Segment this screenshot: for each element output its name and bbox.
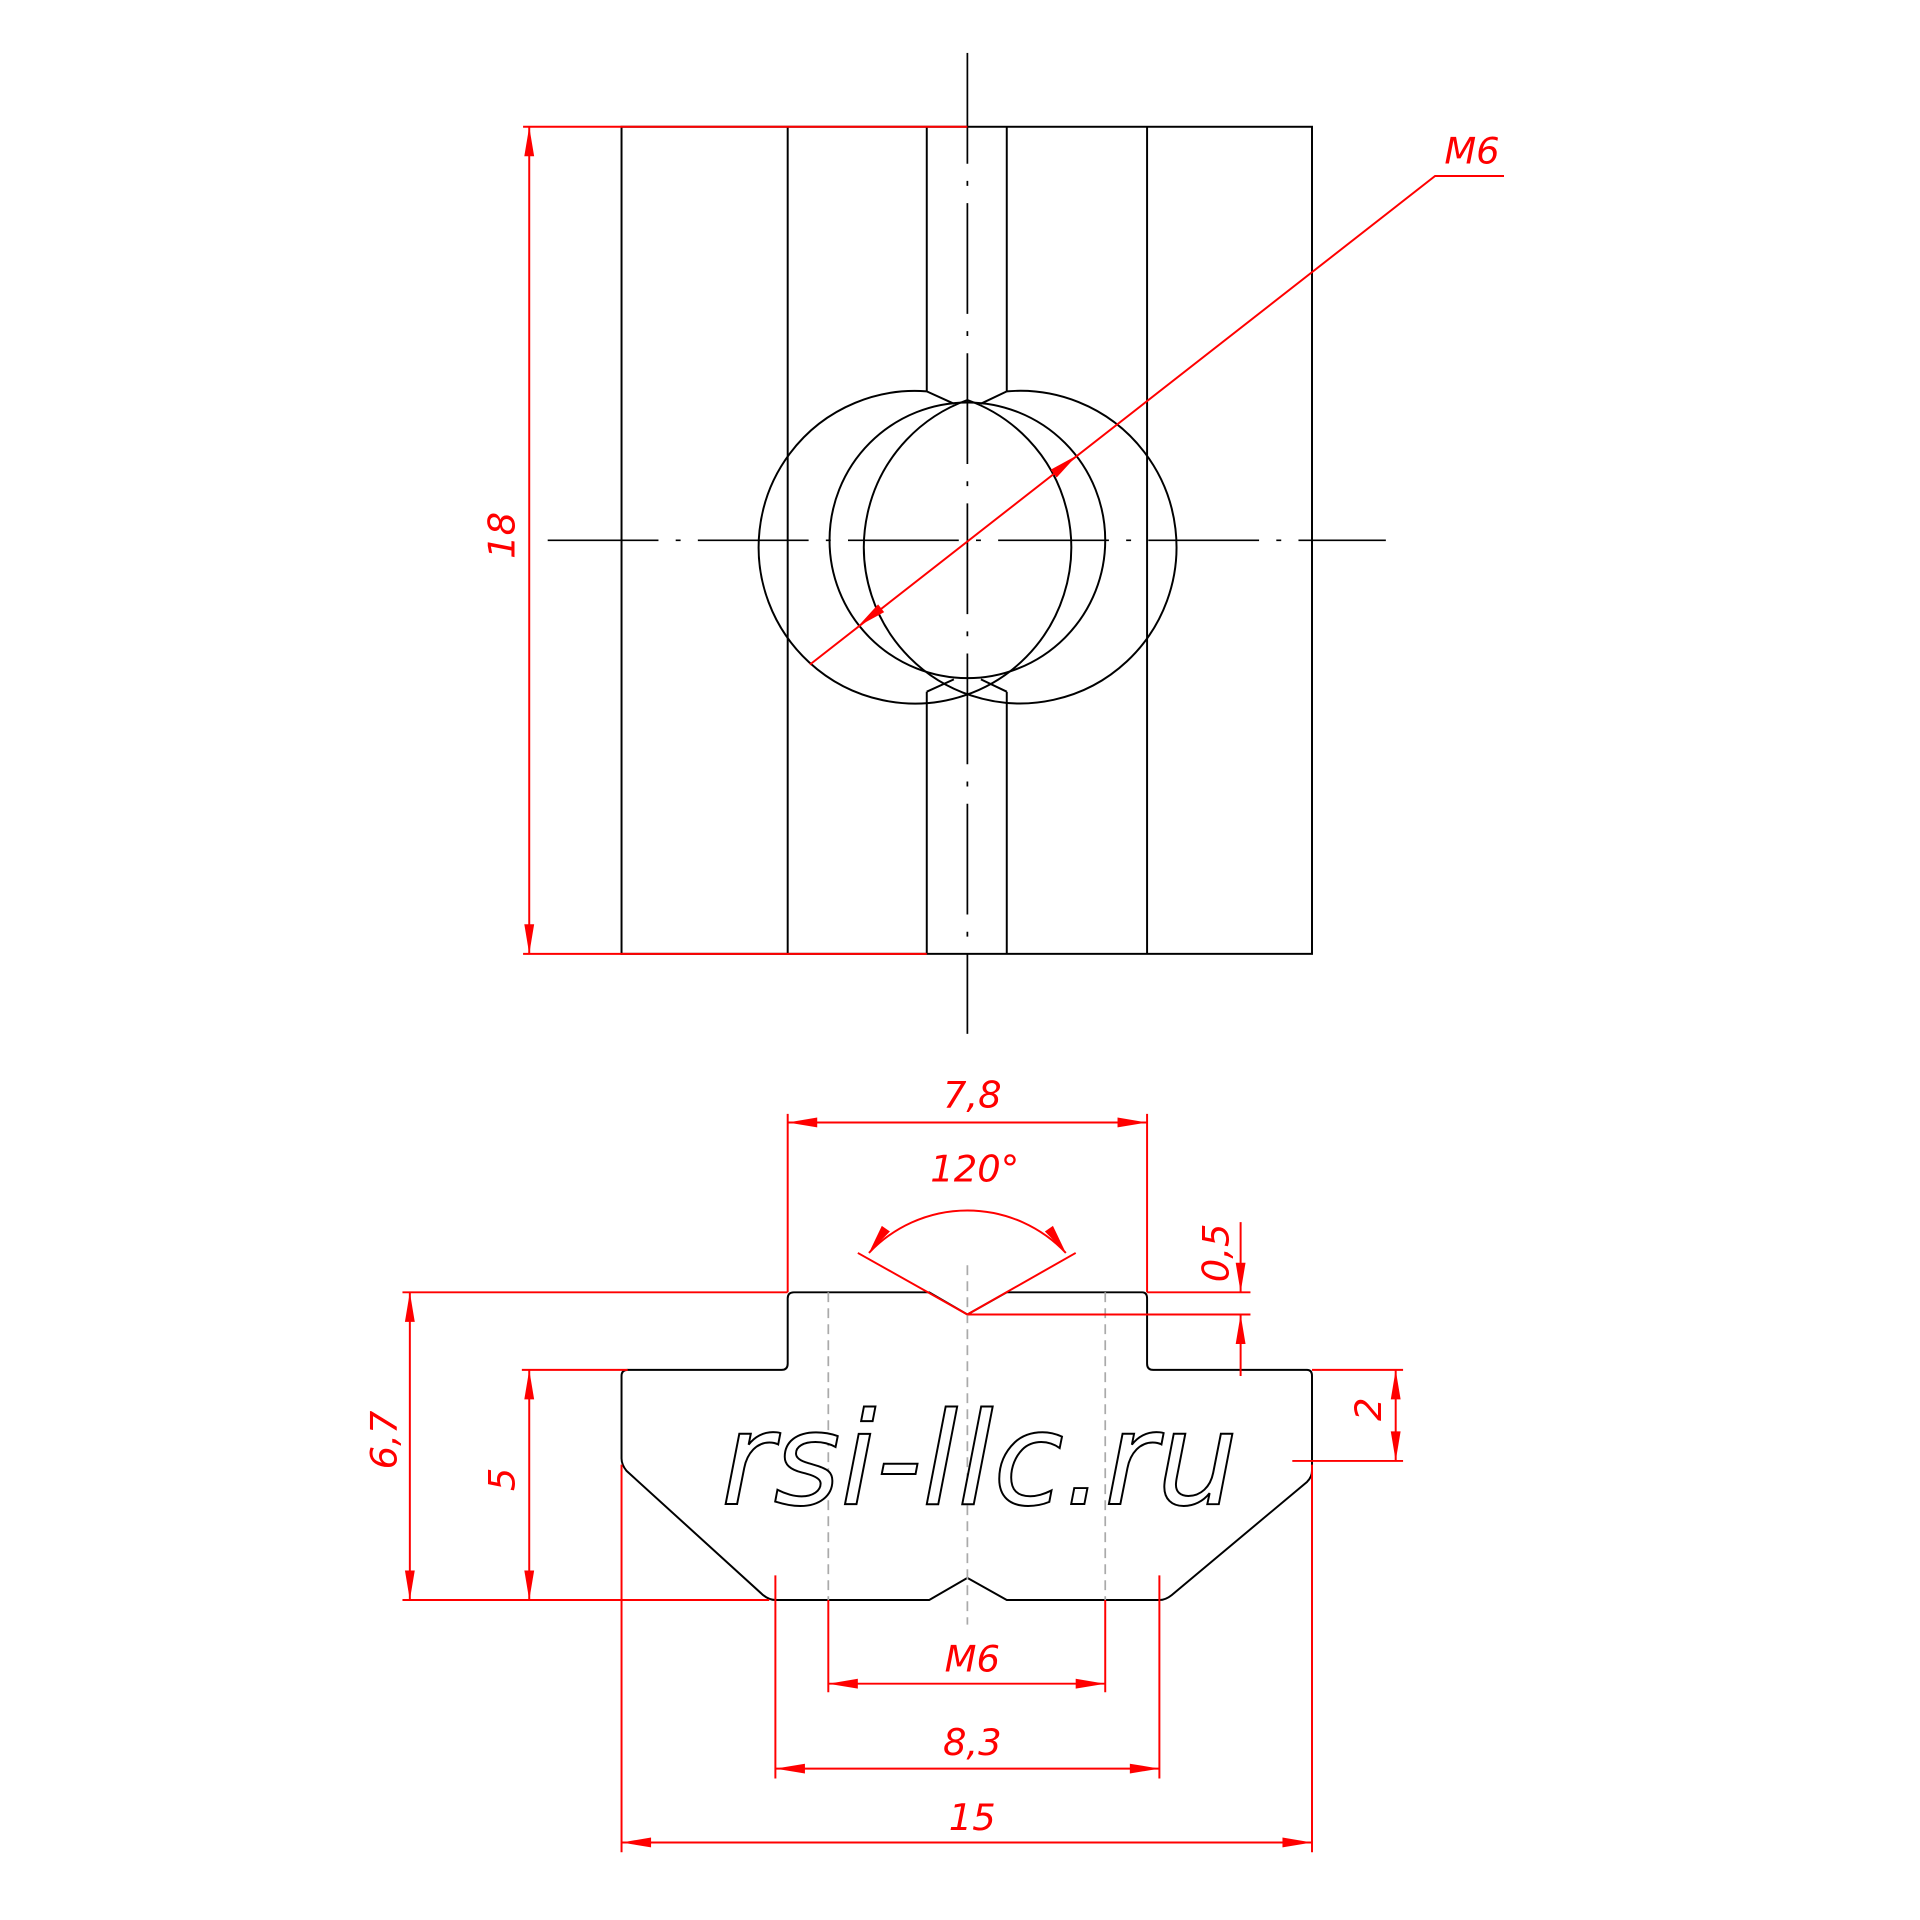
dim-label-15: 15 [949,1796,996,1839]
dimension-m6: M6 [827,1600,1107,1693]
dimension-5: 5 [480,1368,628,1600]
dim-label-6-7: 6,7 [362,1410,405,1469]
watermark-logo: rsi-llc.ru [721,1386,1238,1535]
dim-label-5: 5 [480,1468,523,1491]
dim-label-m6: M6 [945,1637,1000,1680]
dimension-15: 15 [620,1464,1313,1853]
dimension-6-7: 6,7 [362,1291,788,1601]
dim-label-8-3: 8,3 [943,1721,1002,1764]
groove-transition [926,390,1008,693]
dimension-2: 2 [1292,1368,1404,1462]
dimension-angle-120: 120° [857,1148,1077,1316]
dimension-0-5: 0,5 [967,1222,1251,1376]
dim-label-18: 18 [480,512,523,559]
section-view: rsi-llc.ru 7,8 120° 0,5 [362,1074,1404,1853]
top-view: 18 M6 [480,52,1504,1034]
dim-label-7-8: 7,8 [943,1074,1002,1117]
thread-label: M6 [1444,130,1499,173]
dim-label-2: 2 [1347,1397,1390,1420]
dim-label-120: 120° [930,1148,1019,1191]
thread-callout-m6: M6 [809,130,1504,666]
dim-label-0-5: 0,5 [1194,1224,1237,1283]
dimension-18: 18 [480,125,968,955]
hole-outer-circle [757,389,1178,705]
dimension-8-3: 8,3 [774,1575,1161,1779]
dimension-7-8: 7,8 [786,1074,1149,1293]
